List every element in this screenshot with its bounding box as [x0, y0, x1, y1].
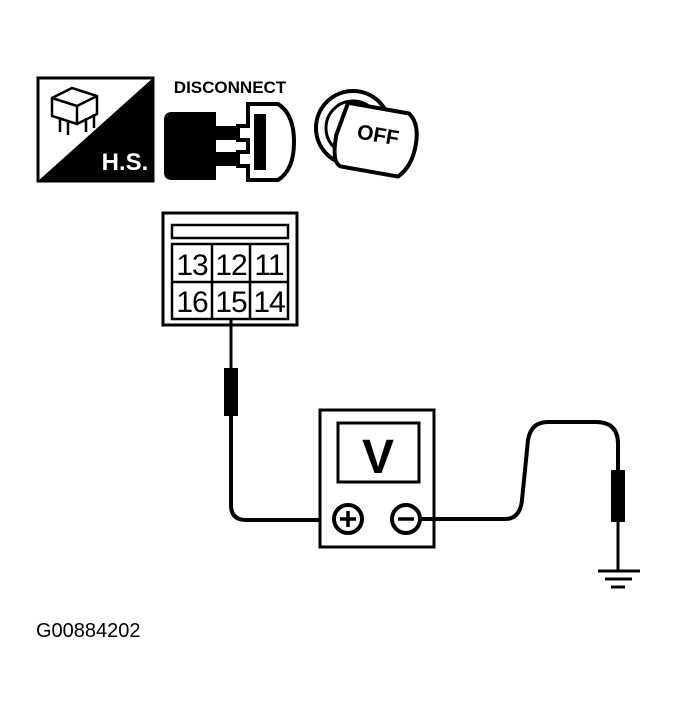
disconnect-connector-icon: DISCONNECT — [164, 78, 297, 182]
pin-label: 13 — [176, 249, 208, 282]
pin-label: 12 — [215, 249, 247, 282]
pin-label: 11 — [254, 249, 283, 282]
negative-probe-lead — [420, 420, 625, 570]
negative-terminal-icon — [390, 503, 422, 535]
ground-icon — [598, 569, 640, 589]
voltmeter-label: V — [362, 431, 394, 484]
ignition-key-icon: OFF — [314, 89, 419, 179]
voltmeter-icon: V — [318, 408, 436, 549]
figure-id: G00884202 — [36, 620, 141, 642]
positive-probe-lead — [224, 319, 334, 522]
disconnect-label: DISCONNECT — [174, 78, 287, 97]
harness-side-icon: H.S. — [36, 76, 155, 183]
positive-terminal-icon — [332, 503, 364, 535]
harness-connector-icon: 13 12 11 16 15 14 — [161, 211, 299, 327]
pin-label: 14 — [253, 286, 285, 319]
pin-label: 16 — [176, 286, 208, 319]
pin-label: 15 — [215, 286, 247, 319]
harness-side-label: H.S. — [102, 149, 149, 176]
